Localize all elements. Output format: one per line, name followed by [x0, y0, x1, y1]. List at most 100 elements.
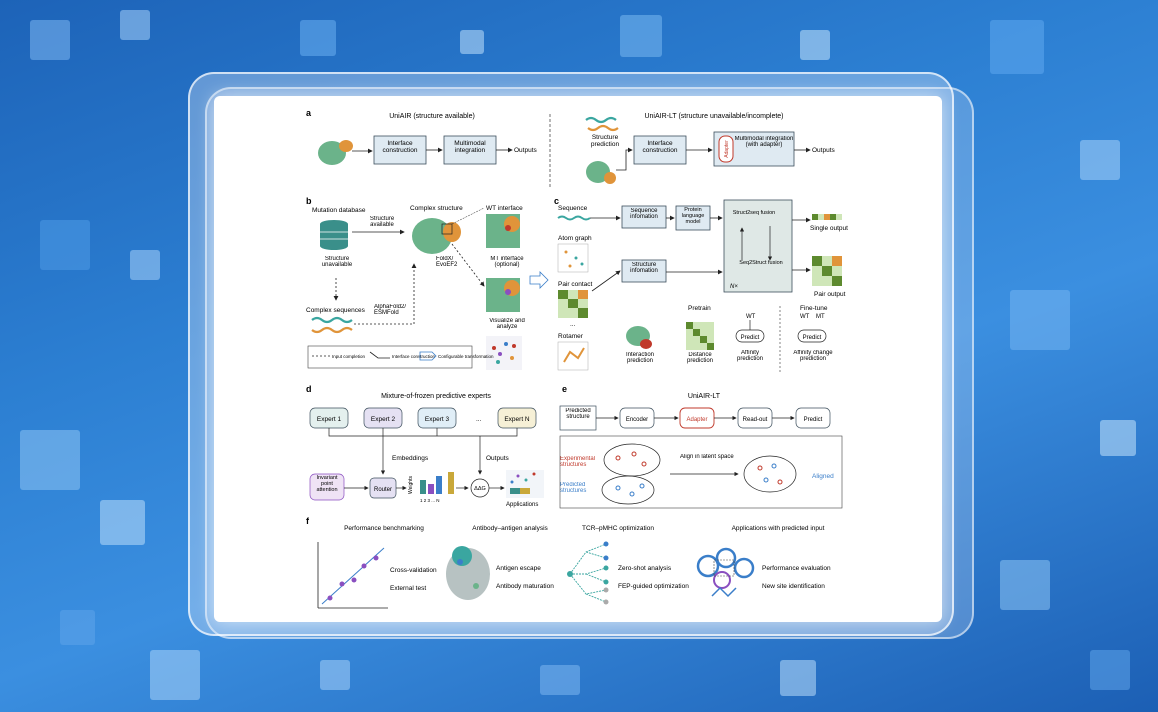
expert-1-label: Expert 1	[317, 416, 342, 423]
protein-icon	[318, 140, 353, 165]
predict-box	[795, 407, 831, 429]
sequence-information-box	[621, 205, 667, 229]
finetune-label: Fine-tune	[800, 305, 828, 312]
structure-prediction-label: Structure prediction	[590, 134, 620, 148]
interface-construction-box	[633, 135, 687, 165]
panel-f-letter: f	[306, 516, 310, 526]
panel-d-letter: d	[306, 384, 312, 394]
research-figure: a UniAIR (structure available) Interface…	[214, 96, 942, 622]
applications-predicted-title: Applications with predicted input	[732, 525, 825, 532]
scatter-cluster-image	[486, 336, 522, 370]
align-latent-label: Align in latent space	[680, 454, 734, 460]
visualize-label: Visualize and analyze	[489, 318, 525, 330]
multimodal-integration-box	[443, 135, 497, 165]
rotamer-image	[557, 341, 589, 371]
complex-sequences-label: Complex sequences	[306, 307, 366, 314]
pair-contact-label: Pair contact	[558, 281, 593, 288]
predict-node	[797, 329, 827, 343]
latent-space-after	[743, 455, 797, 493]
interaction-prediction-label: Interaction prediction	[625, 352, 655, 364]
applications-image	[506, 470, 544, 498]
interface-construction-label: Interface construction	[382, 140, 418, 154]
adapter-label: Adapter	[686, 417, 707, 423]
predict-label: Predict	[803, 335, 822, 341]
atom-graph-label: Atom graph	[558, 235, 592, 242]
ipa-label: Invariant point attention	[316, 475, 338, 493]
mt-label: MT	[816, 314, 825, 320]
complex-structure-icon	[412, 218, 461, 254]
legend-input-completion: Input completion	[332, 354, 366, 359]
pair-output-label: Pair output	[814, 291, 846, 298]
affinity-prediction-label: Affinity prediction	[736, 350, 763, 362]
structure-information-box	[621, 259, 667, 283]
protein-language-model-label: Protein language model	[681, 207, 705, 225]
foldx-label: FoldX/ EvoEF2	[436, 256, 458, 268]
external-test-label: External test	[390, 585, 426, 592]
applications-label: Applications	[506, 502, 538, 508]
panel-a-letter: a	[306, 108, 312, 118]
wt-label: WT	[746, 314, 756, 320]
antibody-antigen-structure	[446, 546, 490, 600]
experts-ellipsis: ...	[476, 416, 482, 423]
panel-d-title: Mixture-of-frozen predictive experts	[381, 393, 491, 400]
sequence-icon	[311, 316, 353, 334]
pretrain-label: Pretrain	[688, 305, 711, 312]
predict-node	[735, 329, 765, 343]
ddg-label: ΔΔG	[474, 486, 486, 492]
interface-construction-box	[373, 135, 427, 165]
seq2struct-label: Seq2Struct fusion	[739, 260, 783, 266]
aligned-label: Aligned	[812, 473, 834, 480]
weights-label: Weights	[408, 476, 414, 494]
wt-label: WT	[800, 314, 810, 320]
performance-evaluation-label: Performance evaluation	[762, 565, 831, 572]
weights-axis-label: 1 2 3 ... N	[420, 498, 440, 503]
protein-icon	[586, 161, 616, 184]
pair-output-grid	[812, 256, 842, 286]
mutation-database-label: Mutation database	[312, 207, 366, 214]
predict-label: Predict	[741, 335, 760, 341]
readout-label: Read-out	[743, 417, 768, 423]
structure-unavailable-label: Structure unavailable	[321, 256, 353, 268]
distance-prediction-label: Distance prediction	[686, 352, 713, 364]
nx-label: N×	[730, 284, 738, 290]
database-icon	[320, 220, 348, 250]
protein-sequence-icon	[585, 116, 619, 132]
single-output-bar	[812, 214, 842, 220]
predict-label: Predict	[804, 417, 823, 423]
predicted-structure-box	[559, 405, 597, 431]
structure-information-label: Structure infomation	[630, 262, 658, 274]
zero-shot-label: Zero-shot analysis	[618, 565, 672, 572]
sequence-information-label: Sequence infomation	[630, 208, 658, 220]
pair-contact-image	[558, 290, 588, 318]
sequence-label: Sequence	[558, 205, 588, 212]
weights-bar-chart	[420, 472, 454, 494]
panel-e-letter: e	[562, 384, 567, 394]
complex-structure-label: Complex structure	[410, 205, 463, 212]
latent-space-frame	[559, 435, 843, 509]
distance-grid-icon	[686, 322, 714, 350]
benchmark-scatter-plot	[317, 542, 388, 609]
protein-language-model-box	[675, 205, 711, 231]
multimodal-integration-label: Multimodal integration	[454, 140, 486, 154]
adapter-label: Adapter	[724, 140, 730, 158]
panel-b-legend	[307, 345, 473, 369]
wt-interface-image	[486, 214, 520, 248]
tcr-tree-diagram	[567, 541, 609, 605]
atom-graph-image	[557, 243, 589, 273]
alphafold-label: AlphaFold2/ ESMFold	[374, 304, 407, 316]
ellipsis-label: ...	[570, 321, 576, 328]
adapter-box	[718, 135, 734, 163]
expert-3-label: Expert 3	[425, 416, 450, 423]
sequence-icon	[557, 215, 591, 221]
expert-n-label: Expert N	[504, 416, 530, 423]
panel-a-left-title: UniAIR (structure available)	[389, 113, 475, 120]
panel-a-right-title: UniAIR-LT (structure unavailable/incompl…	[644, 113, 783, 120]
structure-available-label: Structure available	[369, 216, 395, 228]
wt-interface-label: WT interface	[486, 205, 523, 212]
mt-interface-image	[486, 278, 520, 312]
legend-interface-construction: Interface construction	[392, 354, 436, 359]
new-site-label: New site identification	[762, 583, 825, 590]
panel-e-title: UniAIR-LT	[688, 393, 721, 400]
legend-configurable-transform: Configurable transformation	[438, 354, 494, 359]
